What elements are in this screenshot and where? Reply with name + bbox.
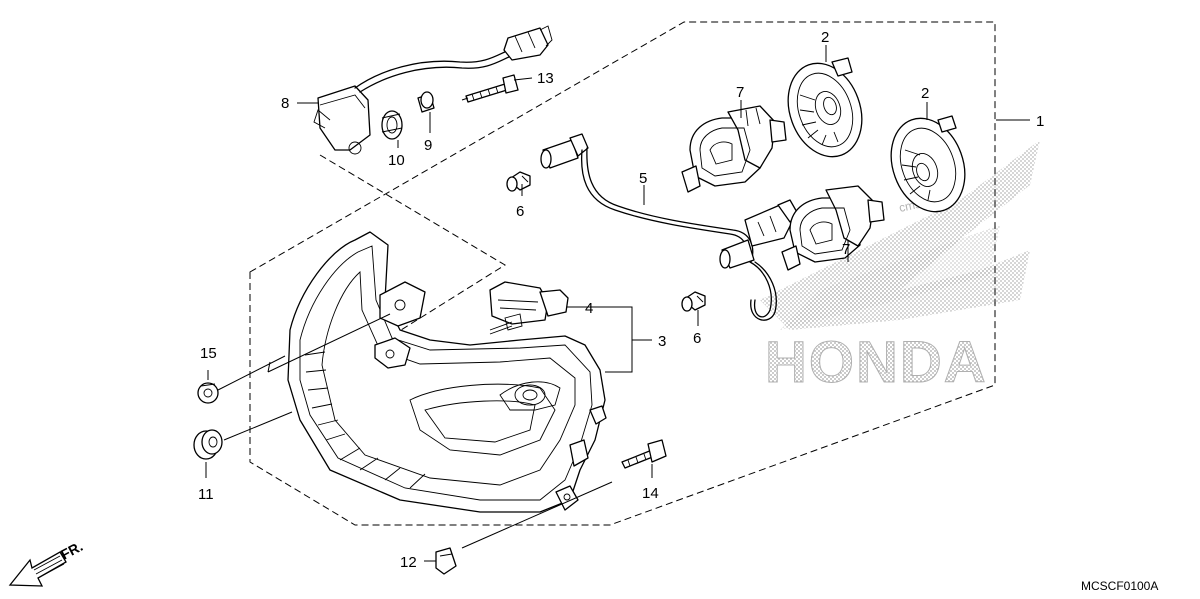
dust-cover-2-lower: [890, 115, 966, 213]
callout-9: 9: [424, 137, 432, 154]
callout-15: 15: [200, 345, 217, 362]
callout-6-upper: 6: [516, 203, 524, 220]
position-light-socket: [489, 281, 569, 335]
callout-12: 12: [400, 554, 417, 571]
callout-10: 10: [388, 152, 405, 169]
callout-4: 4: [585, 300, 593, 317]
leader-lines: [205, 45, 1030, 562]
bracket-group-outline: [319, 154, 506, 341]
wedge-bulb-6-lower: [681, 291, 706, 312]
bolt-13: [465, 74, 519, 103]
headlight-bulb-7-lower: [781, 185, 885, 271]
grommet-15: [197, 382, 219, 404]
callout-2-upper: 2: [821, 29, 829, 46]
callout-11: 11: [198, 486, 214, 503]
screw-14: [621, 439, 667, 469]
callout-14: 14: [642, 485, 659, 502]
callout-labels: 1 2 2 3 4 5 6 6 7 7 8 9 10 11 12 13 14 1…: [198, 29, 1044, 571]
dust-cover-2-upper: [787, 57, 863, 158]
callout-13: 13: [537, 70, 554, 87]
assembly-outline: [249, 21, 996, 526]
front-direction-arrow: FR.: [8, 538, 85, 587]
callout-7-lower: 7: [842, 241, 850, 258]
callout-7-upper: 7: [736, 84, 744, 101]
collar-10: [381, 110, 403, 140]
callout-8: 8: [281, 95, 289, 112]
grommet-11: [193, 429, 223, 460]
callout-2-lower: 2: [921, 85, 929, 102]
wedge-bulb-6-upper: [506, 171, 531, 192]
callout-1: 1: [1036, 113, 1044, 130]
headlight-bulb-7-upper: [681, 105, 787, 193]
callout-3: 3: [658, 333, 666, 350]
headlight-housing: [287, 231, 607, 513]
harness-connector-8: [313, 25, 553, 155]
callout-5: 5: [639, 170, 647, 187]
honda-logo-text: HONDA: [765, 330, 988, 395]
callout-6-lower: 6: [693, 330, 701, 347]
honda-watermark-logo: HONDA cmsnl.com: [760, 140, 1040, 396]
diagram-code: MCSCF0100A: [1081, 579, 1158, 593]
collar-9: [417, 91, 435, 113]
clip-nut-12: [435, 547, 457, 575]
